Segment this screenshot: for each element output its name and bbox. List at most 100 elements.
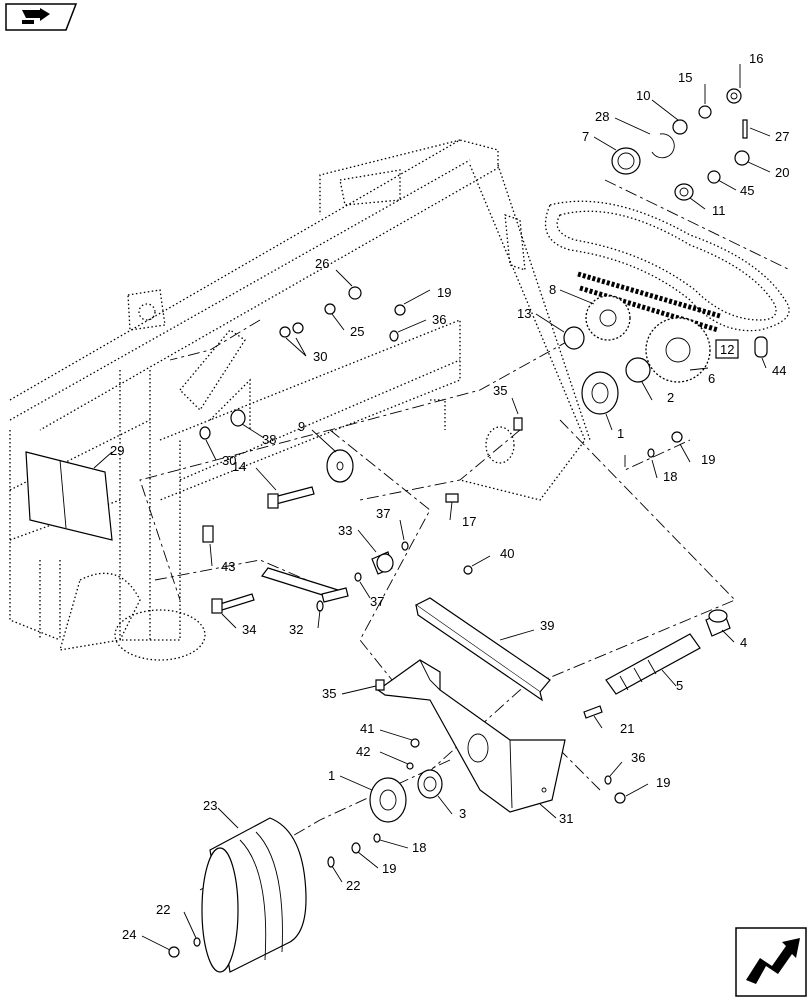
callout-41: 41 [360, 721, 374, 736]
part-39-bracket [414, 597, 551, 702]
callout-21: 21 [620, 721, 634, 736]
callout-12: 12 [720, 342, 734, 357]
part-30-washer-upper [279, 322, 304, 338]
part-20-bushing [734, 150, 750, 166]
callout-19-c: 19 [656, 775, 670, 790]
callout-42: 42 [356, 744, 370, 759]
assembly-lines [139, 179, 791, 891]
part-44-link [754, 336, 768, 358]
callout-25: 25 [350, 324, 364, 339]
callout-43: 43 [221, 559, 235, 574]
part-26-bushing [348, 286, 362, 300]
callout-29: 29 [110, 443, 124, 458]
part-28-snap-ring [651, 133, 675, 159]
callout-23: 23 [203, 798, 217, 813]
callout-30-a: 30 [313, 349, 327, 364]
part-14-bolt [267, 486, 315, 509]
callout-3: 3 [459, 806, 466, 821]
part-5-shaft [605, 633, 701, 695]
part-19-nut-lower [351, 842, 361, 854]
callout-35-a: 35 [493, 383, 507, 398]
part-16-bushing [726, 88, 742, 104]
callout-labels: 16 15 10 28 7 27 20 45 11 26 19 8 13 36 … [110, 51, 789, 942]
callout-22-a: 22 [346, 878, 360, 893]
part-35-bolt-upper [513, 417, 523, 431]
part-11-spacer [674, 183, 694, 201]
part-6-sprocket [645, 317, 711, 383]
part-2-bushing [625, 357, 651, 383]
callout-10: 10 [636, 88, 650, 103]
part-35-bolt-lower [375, 679, 385, 691]
callout-32: 32 [289, 622, 303, 637]
part-4-bushing [705, 609, 731, 637]
callout-36-a: 36 [432, 312, 446, 327]
part-31-shield [376, 659, 566, 813]
belt-assembly [544, 200, 790, 333]
callout-16: 16 [749, 51, 763, 66]
next-page-arrow-icon[interactable] [735, 927, 807, 997]
part-19-nut-frame [394, 304, 406, 316]
callout-40: 40 [500, 546, 514, 561]
callout-8: 8 [549, 282, 556, 297]
part-17-bolt [445, 493, 459, 503]
part-18-washer-upper [647, 448, 655, 458]
part-27-pin [742, 119, 748, 139]
callout-39: 39 [540, 618, 554, 633]
part-8-sprocket [585, 295, 631, 341]
part-7-bearing [611, 147, 641, 175]
callout-1-b: 1 [328, 768, 335, 783]
cover-plate-29 [25, 451, 113, 541]
callout-7: 7 [582, 129, 589, 144]
callout-35-b: 35 [322, 686, 336, 701]
callout-38: 38 [262, 432, 276, 447]
callout-27: 27 [775, 129, 789, 144]
part-41-washer [410, 738, 420, 748]
part-24-nut [168, 946, 180, 958]
callout-6: 6 [708, 371, 715, 386]
part-43-plate [202, 525, 214, 543]
callout-18-b: 18 [412, 840, 426, 855]
callout-20: 20 [775, 165, 789, 180]
callout-13: 13 [517, 306, 531, 321]
callout-31: 31 [559, 811, 573, 826]
part-13-bushing [563, 326, 585, 350]
callout-9: 9 [298, 419, 305, 434]
frame-structure [9, 139, 591, 661]
book-page-icon[interactable] [5, 3, 78, 31]
part-40-screw [463, 565, 473, 575]
callout-30-b: 30 [222, 453, 236, 468]
part-21-bolt [583, 705, 603, 719]
part-25-washer [324, 303, 336, 315]
callout-1-a: 1 [617, 426, 624, 441]
part-22-washer-low [193, 937, 201, 947]
callout-14: 14 [232, 459, 246, 474]
callout-15: 15 [678, 70, 692, 85]
part-22-washer-mid [327, 856, 335, 868]
callout-18-a: 18 [663, 469, 677, 484]
part-42-nut [406, 762, 414, 770]
part-32-arm [261, 567, 349, 612]
callout-19-a: 19 [437, 285, 451, 300]
part-33-bushing [371, 551, 394, 575]
callout-34: 34 [242, 622, 256, 637]
part-34-bolt [211, 593, 255, 614]
callout-45: 45 [740, 183, 754, 198]
callout-5: 5 [676, 678, 683, 693]
callout-2: 2 [667, 390, 674, 405]
part-37-washer-upper [401, 541, 409, 551]
callout-4: 4 [740, 635, 747, 650]
part-18-washer-lower [373, 833, 381, 843]
callout-22-b: 22 [156, 902, 170, 917]
part-37-washer-lower [354, 572, 362, 582]
part-23-pulley [201, 817, 307, 973]
callout-33: 33 [338, 523, 352, 538]
part-30-washer-lower [199, 426, 211, 440]
callout-37-a: 37 [376, 506, 390, 521]
part-19-nut-upper [671, 431, 683, 443]
callout-11: 11 [712, 203, 726, 218]
part-9-washer [326, 449, 354, 483]
callout-37-b: 37 [370, 594, 384, 609]
part-36-washer-lower [604, 775, 612, 785]
callout-26: 26 [315, 256, 329, 271]
